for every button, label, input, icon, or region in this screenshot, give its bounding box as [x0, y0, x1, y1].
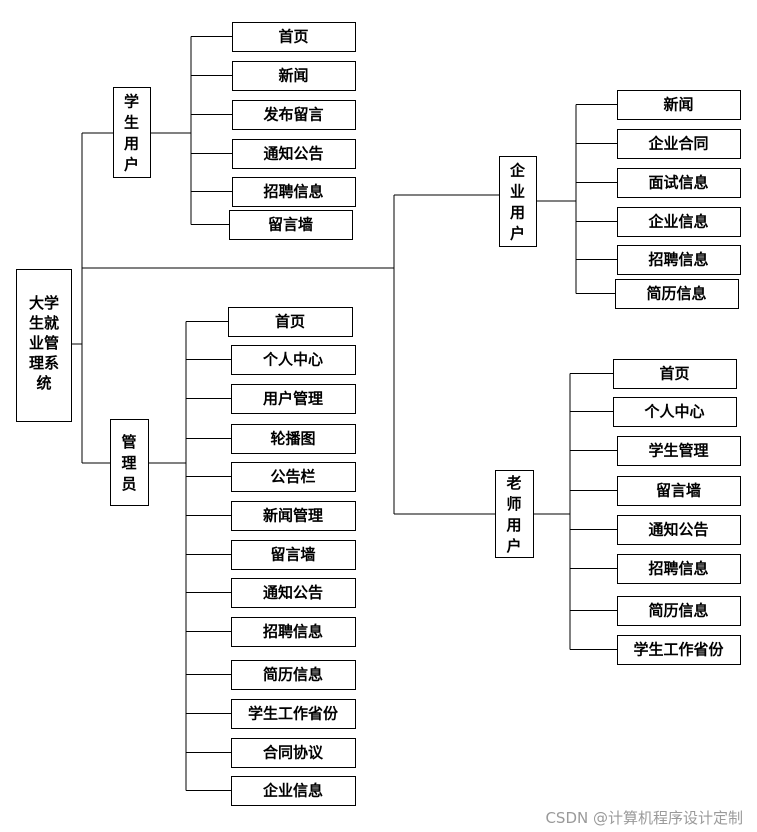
student-item-box — [232, 22, 356, 52]
admin-group-label: 管理员 — [121, 433, 136, 493]
teacher-group-label-char: 用 — [506, 516, 521, 534]
student-item-box — [232, 139, 356, 169]
enterprise-group-label-char: 户 — [510, 225, 525, 243]
admin-item-label: 招聘信息 — [263, 623, 323, 641]
admin-item-label: 轮播图 — [270, 430, 315, 448]
admin-item-box — [231, 540, 356, 570]
teacher-item-label: 学生管理 — [648, 442, 708, 460]
enterprise-item-box — [617, 207, 741, 237]
admin-item-box — [228, 307, 353, 337]
root-label-line: 生就 — [29, 314, 59, 332]
admin-item-box — [231, 699, 356, 729]
root-label-line: 大学 — [29, 294, 59, 312]
student-item-box — [232, 100, 356, 130]
teacher-item-box — [617, 635, 741, 665]
root-box — [16, 269, 72, 422]
root-label-line: 统 — [36, 374, 51, 392]
teacher-group-label-char: 老 — [505, 474, 521, 492]
teacher-item-label: 简历信息 — [648, 602, 708, 620]
teacher-item-box — [617, 436, 741, 466]
teacher-group-box — [495, 470, 534, 558]
admin-item-box — [231, 578, 356, 608]
root-label-line: 理系 — [29, 354, 59, 372]
student-item-label: 新闻 — [278, 67, 308, 85]
teacher-item-label: 学生工作省份 — [633, 641, 724, 659]
enterprise-item-label: 面试信息 — [648, 174, 708, 192]
student-group-label-char: 生 — [124, 114, 139, 132]
student-item-label: 招聘信息 — [263, 183, 323, 201]
enterprise-item-label: 简历信息 — [646, 285, 706, 303]
student-item-label: 通知公告 — [263, 145, 323, 163]
student-item-box — [229, 210, 353, 240]
teacher-item-box — [617, 596, 741, 626]
teacher-group-label-char: 师 — [506, 495, 521, 513]
admin-item-box — [231, 738, 356, 768]
teacher-item-box — [613, 359, 737, 389]
admin-item-box — [231, 776, 356, 806]
student-item-box — [232, 177, 356, 207]
enterprise-group-label-char: 用 — [510, 204, 525, 222]
student-group-label-char: 用 — [124, 135, 139, 153]
admin-item-label: 通知公告 — [263, 584, 323, 602]
admin-group-label-char: 员 — [121, 475, 136, 493]
student-group-label-char: 户 — [124, 156, 139, 174]
enterprise-item-label: 企业信息 — [647, 213, 708, 231]
teacher-item-label: 招聘信息 — [648, 560, 708, 578]
admin-group-box — [110, 419, 149, 506]
teacher-item-label: 首页 — [659, 365, 689, 383]
teacher-item-box — [617, 554, 741, 584]
teacher-item-box — [613, 397, 737, 427]
admin-item-box — [231, 424, 356, 454]
teacher-item-box — [617, 476, 741, 506]
student-group-box — [113, 87, 151, 178]
enterprise-item-box — [617, 168, 741, 198]
admin-item-box — [231, 462, 356, 492]
admin-item-box — [231, 345, 356, 375]
root-label-line: 业管 — [29, 334, 59, 352]
enterprise-item-label: 企业合同 — [647, 135, 708, 153]
student-item-label: 首页 — [278, 28, 308, 46]
admin-group-label-char: 理 — [121, 454, 136, 472]
enterprise-group-label-char: 业 — [510, 183, 525, 201]
teacher-item-box — [617, 515, 741, 545]
student-item-label: 留言墙 — [268, 216, 313, 234]
enterprise-item-box — [617, 90, 741, 120]
admin-item-label: 企业信息 — [262, 782, 323, 800]
enterprise-item-label: 新闻 — [663, 96, 693, 114]
teacher-item-label: 通知公告 — [648, 521, 708, 539]
enterprise-item-box — [617, 245, 741, 275]
teacher-group-label-char: 户 — [506, 537, 521, 555]
enterprise-item-box — [615, 279, 739, 309]
enterprise-item-box — [617, 129, 741, 159]
admin-item-label: 用户管理 — [263, 390, 323, 408]
enterprise-group-box — [499, 156, 537, 247]
admin-group-label-char: 管 — [121, 433, 136, 451]
admin-item-box — [231, 617, 356, 647]
admin-item-label: 学生工作省份 — [248, 705, 339, 723]
admin-item-box — [231, 501, 356, 531]
enterprise-item-label: 招聘信息 — [648, 251, 708, 269]
student-group-label-char: 学 — [124, 93, 139, 111]
enterprise-group-label-char: 企 — [509, 162, 526, 180]
watermark: CSDN @计算机程序设计定制 — [545, 809, 743, 827]
admin-item-label: 留言墙 — [270, 546, 315, 564]
admin-item-box — [231, 384, 356, 414]
admin-item-label: 个人中心 — [262, 351, 323, 369]
admin-item-label: 简历信息 — [263, 666, 323, 684]
admin-item-label: 首页 — [275, 313, 305, 331]
admin-item-box — [231, 660, 356, 690]
teacher-item-label: 个人中心 — [643, 403, 704, 421]
student-item-box — [232, 61, 356, 91]
student-item-label: 发布留言 — [262, 106, 323, 124]
admin-item-label: 公告栏 — [270, 468, 315, 486]
teacher-item-label: 留言墙 — [656, 482, 701, 500]
admin-item-label: 新闻管理 — [263, 507, 323, 525]
admin-item-label: 合同协议 — [262, 744, 324, 762]
